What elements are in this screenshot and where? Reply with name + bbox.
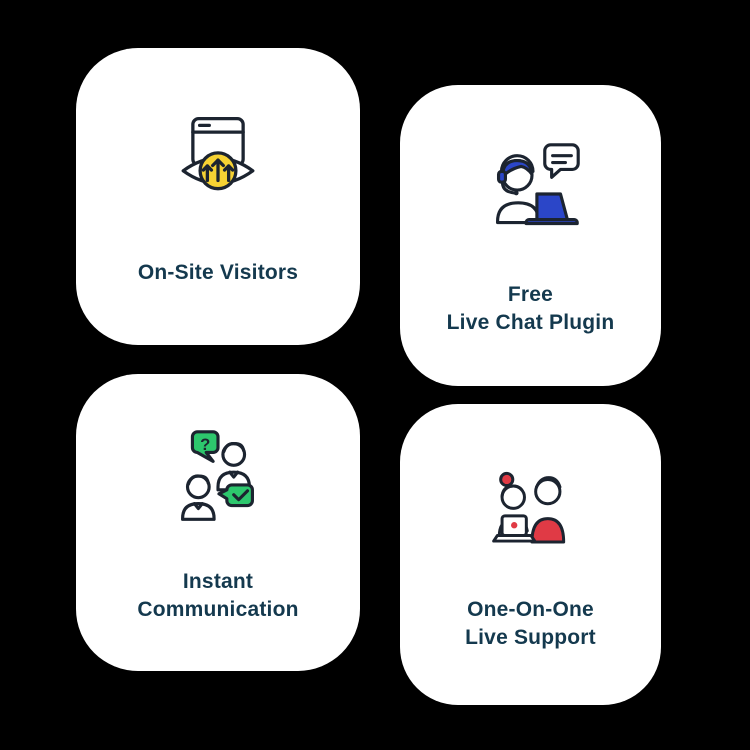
chat-bubbles-people-icon: ? [181, 429, 254, 521]
question-mark-glyph: ? [200, 435, 210, 454]
support-agent-headset-icon [495, 142, 580, 225]
card-on-site-visitors: On-Site Visitors [76, 48, 360, 345]
card-title-one-on-one-live-support: One-On-One Live Support [465, 596, 596, 652]
card-title-line: Communication [137, 597, 299, 621]
card-title-line: Free [507, 282, 554, 306]
two-people-laptop-icon [491, 471, 565, 544]
card-title-line: On-Site Visitors [137, 260, 299, 284]
card-instant-communication: ? Instant Communication [76, 374, 360, 671]
card-title-free-live-chat-plugin: Free Live Chat Plugin [447, 281, 615, 337]
card-title-instant-communication: Instant Communication [137, 568, 298, 624]
card-title-line: Live Support [465, 625, 596, 649]
browser-eye-arrows-icon [181, 116, 255, 190]
card-free-live-chat-plugin: Free Live Chat Plugin [400, 85, 661, 386]
card-one-on-one-live-support: One-On-One Live Support [400, 404, 661, 705]
card-title-on-site-visitors: On-Site Visitors [138, 259, 298, 287]
card-title-line: One-On-One [467, 597, 594, 621]
card-title-line: Live Chat Plugin [446, 310, 615, 334]
card-title-line: Instant [182, 569, 254, 593]
